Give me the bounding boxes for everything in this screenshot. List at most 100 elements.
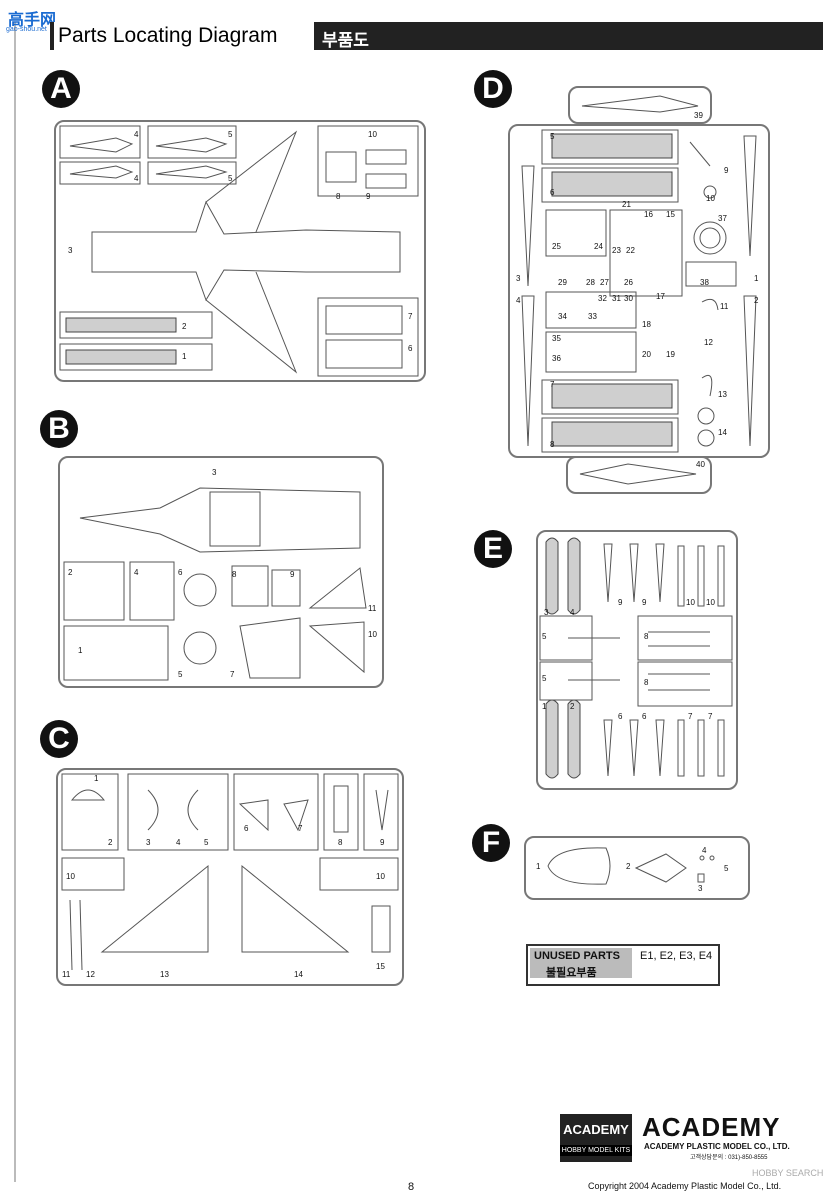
part-number: 3 xyxy=(68,246,73,255)
part-number: 12 xyxy=(86,970,95,979)
part-number: 8 xyxy=(644,678,649,687)
part-number: 30 xyxy=(624,294,633,303)
part-number: 5 xyxy=(228,130,233,139)
part-number: 6 xyxy=(618,712,623,721)
watermark-url: gao-shou.net xyxy=(6,26,47,33)
part-number: 6 xyxy=(178,568,183,577)
academy-logo-box: ACADEMY HOBBY MODEL KITS xyxy=(560,1114,632,1162)
part-number: 10 xyxy=(376,872,385,881)
part-number: 9 xyxy=(724,166,729,175)
sprue-d-bottom-tab: 40 xyxy=(566,456,712,494)
copyright-text: Copyright 2004 Academy Plastic Model Co.… xyxy=(588,1181,782,1191)
part-number: 4 xyxy=(134,568,139,577)
page-number: 8 xyxy=(408,1181,415,1193)
part-number: 5 xyxy=(724,864,729,873)
part-number: 5 xyxy=(204,838,209,847)
part-number: 12 xyxy=(704,338,713,347)
part-number: 1 xyxy=(94,774,99,783)
part-number: 1 xyxy=(182,352,187,361)
part-number: 4 xyxy=(570,608,575,617)
part-number: 11 xyxy=(62,970,71,979)
part-number: 38 xyxy=(700,278,709,287)
sprue-e-frame: 3 4 9 9 10 10 5 8 5 8 1 2 6 6 7 7 xyxy=(536,530,738,790)
watermark-logo: 高手网 xyxy=(8,12,57,29)
part-number: 1 xyxy=(542,702,547,711)
part-number: 3 xyxy=(516,274,521,283)
unused-parts-label: UNUSED PARTS xyxy=(534,950,620,962)
part-number: 14 xyxy=(294,970,303,979)
page-title: Parts Locating Diagram xyxy=(58,24,278,47)
sprue-c-frame: 1 2 3 4 5 6 7 8 9 10 10 11 12 13 14 15 xyxy=(56,768,404,986)
section-letter-a: A xyxy=(42,70,80,108)
sprue-f-drawing xyxy=(547,847,715,885)
sprue-d-frame: 5 9 6 10 21 37 16 15 25 24 23 22 3 1 29 … xyxy=(508,124,770,458)
part-number: 2 xyxy=(108,838,113,847)
part-number: 5 xyxy=(228,174,233,183)
part-number: 4 xyxy=(702,846,707,855)
part-number: 9 xyxy=(290,570,295,579)
page-title-korean: 부품도 xyxy=(322,31,369,50)
part-number: 2 xyxy=(626,862,631,871)
part-number: 29 xyxy=(558,278,567,287)
part-number: 4 xyxy=(134,174,139,183)
part-number: 10 xyxy=(706,598,715,607)
part-number: 7 xyxy=(408,312,413,321)
part-number: 6 xyxy=(550,188,555,197)
left-border-line xyxy=(14,22,16,1182)
part-number: 3 xyxy=(698,884,703,893)
part-number: 17 xyxy=(656,292,665,301)
sprue-d-top-tab xyxy=(568,86,712,124)
part-number: 4 xyxy=(176,838,181,847)
sprue-e-drawing xyxy=(539,537,733,779)
part-number: 32 xyxy=(598,294,607,303)
part-number: 6 xyxy=(408,344,413,353)
sprue-d-drawing xyxy=(521,129,757,453)
unused-parts-header xyxy=(530,948,632,978)
part-number: 20 xyxy=(642,350,651,359)
part-number: 6 xyxy=(642,712,647,721)
part-number: 15 xyxy=(376,962,385,971)
part-number: 4 xyxy=(134,130,139,139)
sprue-b-frame: 3 2 4 6 8 9 11 1 5 7 10 xyxy=(58,456,384,688)
part-number: 11 xyxy=(720,302,729,311)
part-number: 8 xyxy=(338,838,343,847)
company-name: ACADEMY PLASTIC MODEL CO., LTD. xyxy=(644,1142,790,1151)
part-number: 5 xyxy=(542,674,547,683)
part-number: 1 xyxy=(536,862,541,871)
part-number: 7 xyxy=(550,380,555,389)
part-number: 8 xyxy=(336,192,341,201)
part-number: 13 xyxy=(718,390,727,399)
part-number: 3 xyxy=(212,468,217,477)
part-number: 7 xyxy=(688,712,693,721)
part-number: 31 xyxy=(612,294,621,303)
part-number: 5 xyxy=(550,132,555,141)
part-number: 26 xyxy=(624,278,633,287)
section-letter-d: D xyxy=(474,70,512,108)
part-number: 21 xyxy=(622,200,631,209)
part-number: 14 xyxy=(718,428,727,437)
part-number: 19 xyxy=(666,350,675,359)
part-number: 7 xyxy=(298,824,303,833)
section-letter-c: C xyxy=(40,720,78,758)
part-number: 28 xyxy=(586,278,595,287)
academy-logo-subtext: HOBBY MODEL KITS xyxy=(560,1145,632,1156)
part-number: 2 xyxy=(754,296,759,305)
section-letter-b: B xyxy=(40,410,78,448)
hobby-search-watermark: HOBBY SEARCH xyxy=(752,1168,824,1178)
part-number: 5 xyxy=(542,632,547,641)
part-number: 5 xyxy=(178,670,183,679)
part-number: 9 xyxy=(618,598,623,607)
part-number: 10 xyxy=(686,598,695,607)
part-number: 25 xyxy=(552,242,561,251)
sprue-b-drawing xyxy=(63,487,367,681)
part-number: 23 xyxy=(612,246,621,255)
part-number: 1 xyxy=(78,646,83,655)
part-number: 15 xyxy=(666,210,675,219)
part-number: 8 xyxy=(550,440,555,449)
part-number: 16 xyxy=(644,210,653,219)
part-number: 18 xyxy=(642,320,651,329)
sprue-a-drawing xyxy=(59,125,419,377)
part-number: 40 xyxy=(696,460,705,469)
sprue-a-frame: 4 5 10 4 5 8 9 3 7 2 6 1 xyxy=(54,120,426,382)
part-number: 39 xyxy=(694,111,703,120)
